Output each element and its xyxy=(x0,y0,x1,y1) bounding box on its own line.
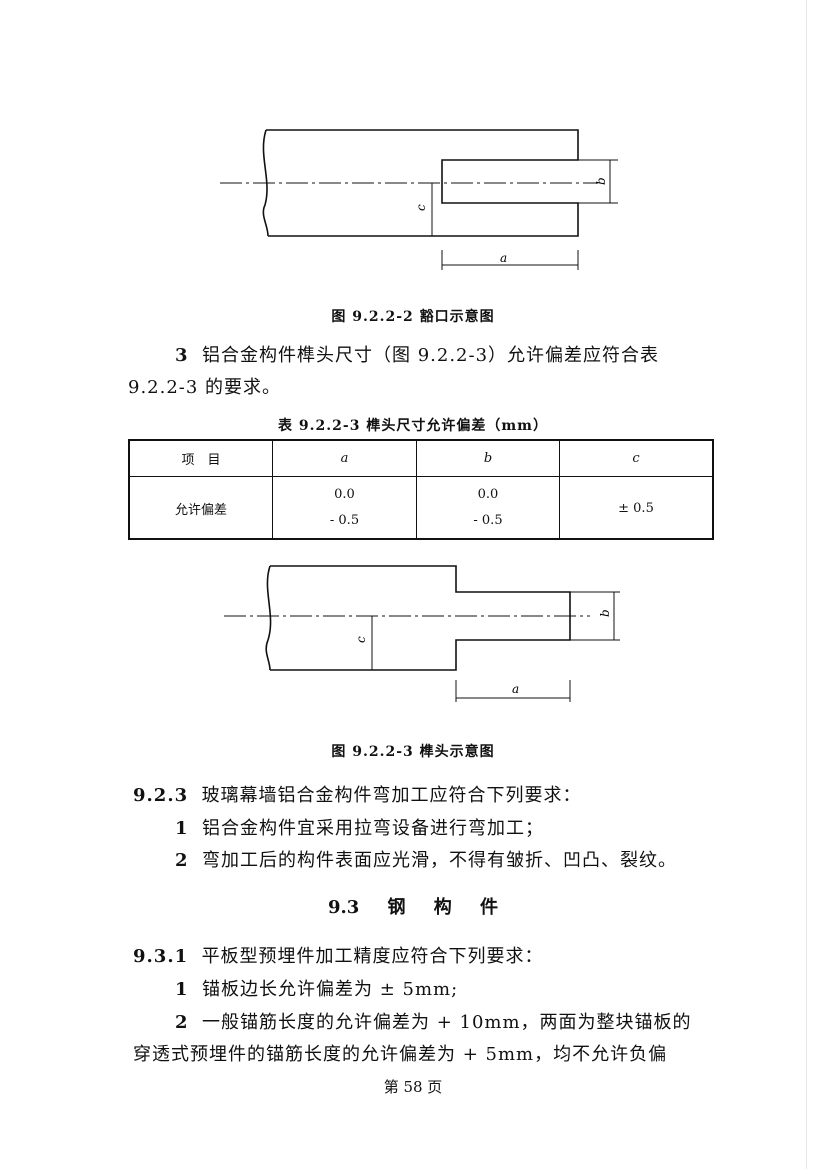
figure-caption: 图 9.2.2-2 豁口示意图 xyxy=(331,309,495,325)
table-header-row: 项 目 a b c xyxy=(130,441,712,477)
header-b: b xyxy=(417,441,560,476)
clause-9-3-1: 9.3.1 平板型预埋件加工精度应符合下列要求： xyxy=(133,946,544,967)
cell-b: 0.0- 0.5 xyxy=(417,477,560,539)
figure-caption: 图 9.2.2-3 榫头示意图 xyxy=(331,744,495,760)
clause-9-3-1-item-2-line2: 穿透式预埋件的锚筋长度的允许偏差为 + 5mm，均不允许负偏 xyxy=(133,1044,668,1065)
label-c: c xyxy=(414,204,428,211)
clause-9-2-3: 9.2.3 玻璃幕墙铝合金构件弯加工应符合下列要求： xyxy=(133,785,582,806)
page-number: 第 58 页 xyxy=(383,1078,443,1096)
section-heading: 9.3 钢 构 件 xyxy=(327,897,499,918)
header-a: a xyxy=(273,441,417,476)
item-3-line2: 9.2.2-3 的要求。 xyxy=(128,377,282,398)
row-label: 允许偏差 xyxy=(130,477,273,539)
notch-outline xyxy=(266,129,579,237)
label-b: b xyxy=(598,609,612,617)
tolerance-table: 项 目 a b c 允许偏差 0.0- 0.5 0.0- 0.5 ± 0.5 xyxy=(128,439,714,540)
item-3-line1: 3 铝合金构件榫头尺寸（图 9.2.2-3）允许偏差应符合表 xyxy=(175,345,660,366)
figure-tenon-diagram: b c a xyxy=(224,565,620,702)
break-line xyxy=(265,565,272,671)
label-a: a xyxy=(500,251,507,265)
clause-9-2-3-item-1: 1 铝合金构件宜采用拉弯设备进行弯加工； xyxy=(175,818,544,839)
table-title: 表 9.2.2-3 榫头尺寸允许偏差（mm） xyxy=(278,418,548,434)
clause-9-3-1-item-1: 1 锚板边长允许偏差为 ± 5mm; xyxy=(175,979,459,1000)
figure-notch-diagram: b c a xyxy=(220,129,618,270)
clause-9-3-1-item-2-line1: 2 一般锚筋长度的允许偏差为 + 10mm，两面为整块锚板的 xyxy=(175,1012,692,1033)
cell-a: 0.0- 0.5 xyxy=(273,477,417,539)
tenon-outline xyxy=(270,565,571,671)
break-line xyxy=(262,129,269,237)
table-row: 允许偏差 0.0- 0.5 0.0- 0.5 ± 0.5 xyxy=(130,477,712,539)
header-c: c xyxy=(632,451,640,466)
header-item: 项 目 xyxy=(130,441,273,476)
page-edge-line xyxy=(806,0,807,1169)
cell-c: ± 0.5 xyxy=(618,500,654,516)
clause-9-2-3-item-2: 2 弯加工后的构件表面应光滑，不得有皱折、凹凸、裂纹。 xyxy=(175,850,677,871)
label-a: a xyxy=(512,682,519,696)
label-c: c xyxy=(354,636,368,643)
label-b: b xyxy=(594,177,608,185)
